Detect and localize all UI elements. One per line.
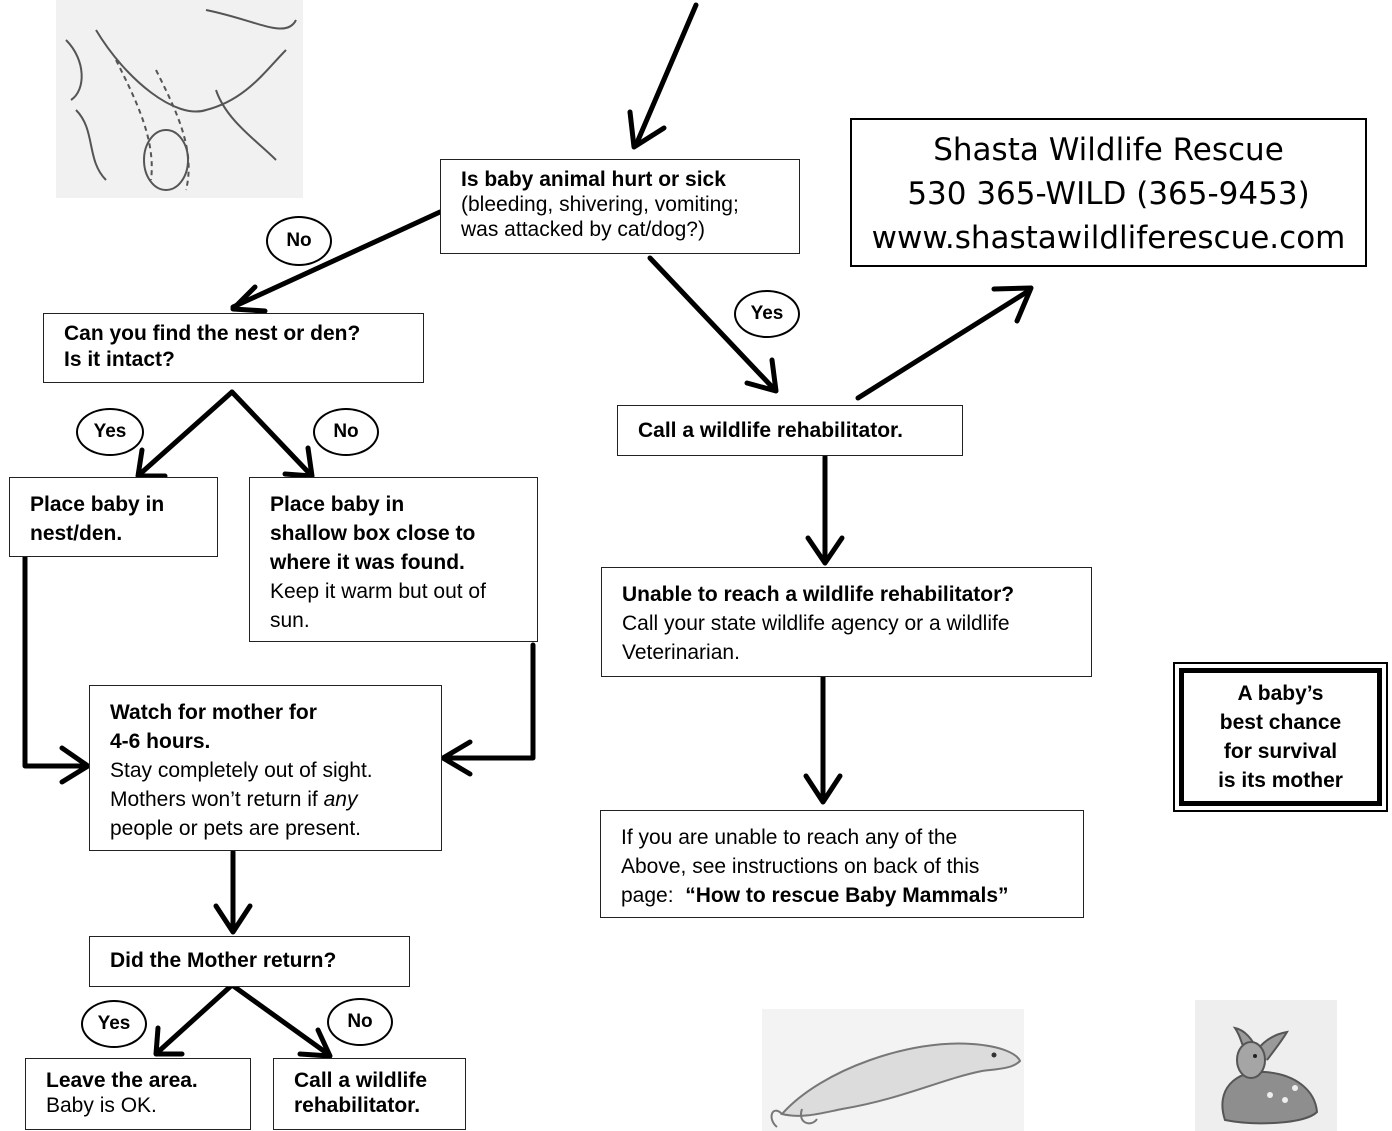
contact-phone: 530 365-WILD (365-9453) [907,176,1310,212]
leave-line: Baby is OK. [46,1094,157,1117]
question-hurt-title: Is baby animal hurt or sick [461,168,726,191]
contact-name: Shasta Wildlife Rescue [933,132,1284,168]
backpage-line: If you are unable to reach any of the [621,826,958,849]
action-place-in-nest: Place baby in nest/den. [9,477,218,557]
question-nest-line: Can you find the nest or den? [64,322,361,345]
action-place-box-line: Keep it warm but out of [270,580,486,603]
unable-line: Call your state wildlife agency or a wil… [622,612,1010,635]
action-leave-area: Leave the area. Baby is OK. [25,1058,251,1130]
backpage-line: Above, see instructions on back of this [621,855,980,878]
unable-line: Unable to reach a wildlife rehabilitator… [622,583,1015,606]
action-place-box-line: sun. [270,609,310,632]
question-return-text: Did the Mother return? [110,949,337,972]
watch-line: Stay completely out of sight. [110,759,373,782]
motto-line: is its mother [1218,769,1343,792]
watch-line: 4-6 hours. [110,730,211,753]
action-place-box-line: where it was found. [270,551,465,574]
action-place-nest-line: nest/den. [30,522,123,545]
action-call-rehabilitator-left: Call a wildlife rehabilitator. [273,1058,466,1130]
unable-line: Veterinarian. [622,641,740,664]
question-hurt-detail: (bleeding, shivering, vomiting; [461,193,739,216]
label-yes-nest: Yes [76,408,144,456]
call-rehab-left-line: Call a wildlife [294,1069,428,1092]
label-no-hurt: No [266,216,332,266]
watch-emphasis: any [323,788,358,811]
label-yes-return: Yes [81,1000,147,1048]
label-no-return: No [327,998,393,1046]
watch-line: Mothers won’t return if any [110,785,441,814]
question-nest-line: Is it intact? [64,348,175,371]
action-call-rehabilitator: Call a wildlife rehabilitator. [617,405,963,456]
question-hurt-or-sick: Is baby animal hurt or sick (bleeding, s… [440,159,800,254]
contact-website: www.shastawildliferescue.com [871,220,1346,256]
action-see-back-page: If you are unable to reach any of the Ab… [600,810,1084,918]
contact-box: Shasta Wildlife Rescue 530 365-WILD (365… [850,118,1367,267]
watch-line: people or pets are present. [110,817,361,840]
leave-line: Leave the area. [46,1069,198,1092]
question-find-nest: Can you find the nest or den? Is it inta… [43,313,424,383]
backpage-line: page: “How to rescue Baby Mammals” [621,881,1083,910]
action-place-nest-line: Place baby in [30,493,165,516]
backpage-text: page: [621,884,686,907]
baby-animal-in-hand-illustration [56,0,303,198]
backpage-title: “How to rescue Baby Mammals” [685,884,1009,907]
action-place-in-box: Place baby in shallow box close to where… [249,477,538,642]
action-unable-to-reach: Unable to reach a wildlife rehabilitator… [601,567,1092,677]
action-place-box-line: Place baby in [270,493,405,516]
label-no-nest: No [313,408,379,456]
label-yes-hurt: Yes [734,290,800,338]
seal-pup-illustration [762,1009,1024,1131]
call-rehab-left-line: rehabilitator. [294,1094,421,1117]
motto-box: A baby’s best chance for survival is its… [1173,662,1388,812]
question-hurt-detail: was attacked by cat/dog?) [461,218,705,241]
motto-line: best chance [1219,711,1342,734]
watch-line: Watch for mother for [110,701,317,724]
fawn-illustration [1195,1000,1337,1131]
call-rehab-text: Call a wildlife rehabilitator. [638,419,903,442]
action-place-box-line: shallow box close to [270,522,476,545]
question-mother-return: Did the Mother return? [89,936,410,987]
watch-text: Mothers won’t return if [110,788,324,811]
motto-line: for survival [1223,740,1338,763]
action-watch-for-mother: Watch for mother for 4-6 hours. Stay com… [89,685,442,851]
motto-line: A baby’s [1237,682,1324,705]
motto-text: A baby’s best chance for survival is its… [1179,668,1382,806]
